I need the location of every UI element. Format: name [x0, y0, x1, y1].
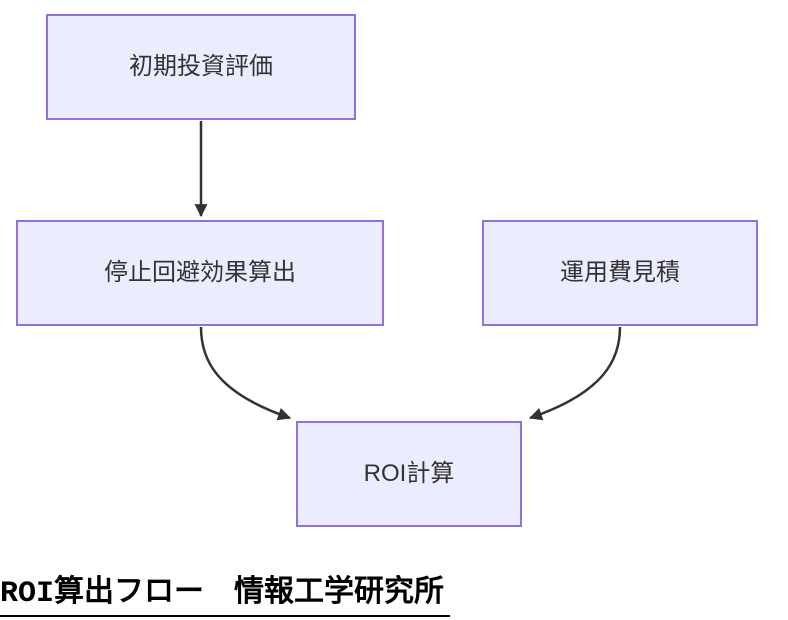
node-label: 運用費見積: [560, 258, 680, 286]
node-label: 停止回避効果算出: [104, 258, 296, 286]
edge-b-to-d: [199, 326, 292, 421]
diagram-caption: ROI算出フロー 情報工学研究所: [0, 566, 451, 617]
node-label: 初期投資評価: [129, 52, 273, 80]
node-operating-cost-estimate: 運用費見積: [482, 220, 758, 326]
node-downtime-avoidance-effect: 停止回避効果算出: [16, 220, 384, 326]
node-initial-investment-evaluation: 初期投資評価: [46, 14, 356, 120]
edge-c-to-d: [528, 326, 622, 421]
node-roi-calculation: ROI計算: [296, 421, 522, 527]
node-label: ROI計算: [363, 459, 455, 487]
